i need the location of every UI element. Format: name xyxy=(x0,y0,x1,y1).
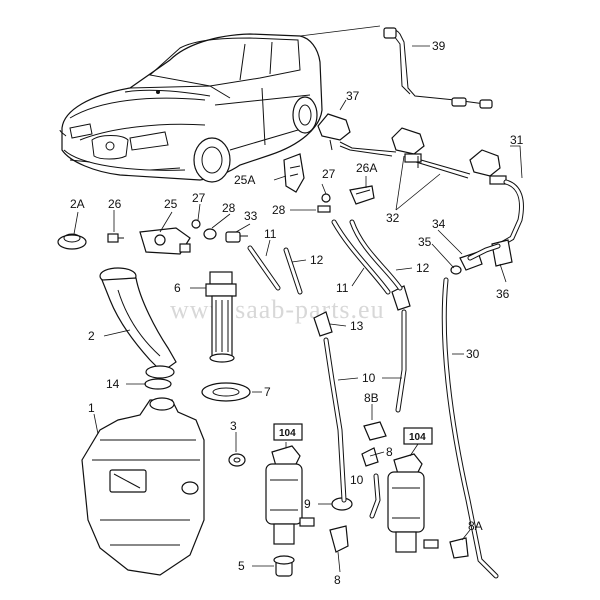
box-104-left: 104 xyxy=(273,423,303,441)
callout-8b: 8B xyxy=(364,391,379,405)
fittings-34-35-36 xyxy=(450,239,513,275)
callout-37: 37 xyxy=(346,89,360,103)
callout-10-bottom: 10 xyxy=(350,473,364,487)
callout-8-mid: 8 xyxy=(386,445,393,459)
plug-5 xyxy=(273,555,295,577)
callout-32: 32 xyxy=(386,211,400,225)
hose-39 xyxy=(383,27,493,109)
watermark: www.saab-parts.eu xyxy=(170,295,385,324)
callout-8-bottom: 8 xyxy=(334,573,341,587)
callout-26a: 26A xyxy=(356,161,377,175)
callout-14: 14 xyxy=(106,377,120,391)
callout-11-right: 11 xyxy=(336,281,349,295)
hoses xyxy=(247,219,501,579)
hose-31 xyxy=(495,179,524,249)
part-25a xyxy=(283,153,305,193)
callout-3: 3 xyxy=(230,419,237,433)
callout-25: 25 xyxy=(164,197,178,211)
callout-36: 36 xyxy=(496,287,510,301)
callout-1: 1 xyxy=(88,401,95,415)
filler-neck-2 xyxy=(99,267,177,379)
callout-2a: 2A xyxy=(70,197,85,211)
connectors-8 xyxy=(329,421,469,559)
leader-lines xyxy=(73,45,523,573)
callout-5: 5 xyxy=(238,559,245,573)
strainer-6 xyxy=(205,271,237,363)
callout-25a: 25A xyxy=(234,173,255,187)
callout-9: 9 xyxy=(304,497,311,511)
car-illustration xyxy=(59,25,381,183)
callout-2: 2 xyxy=(88,329,95,343)
callout-30: 30 xyxy=(466,347,480,361)
pump-104-left xyxy=(265,442,315,545)
callout-35: 35 xyxy=(418,235,432,249)
callout-12-left: 12 xyxy=(310,253,324,267)
callout-33: 33 xyxy=(244,209,258,223)
box-104-left-label: 104 xyxy=(279,428,296,439)
screw-26 xyxy=(107,233,124,243)
callout-10-top: 10 xyxy=(362,371,376,385)
o-ring-14 xyxy=(144,378,172,390)
reservoir-1 xyxy=(81,397,205,576)
callout-12-right: 12 xyxy=(416,261,430,275)
callout-28-right: 28 xyxy=(272,203,286,217)
callout-8a: 8A xyxy=(468,519,483,533)
small-parts-27-28-33 xyxy=(191,219,248,243)
callout-28-left: 28 xyxy=(222,201,236,215)
callout-39: 39 xyxy=(432,39,446,53)
callout-26: 26 xyxy=(108,197,122,211)
callout-27-right: 27 xyxy=(322,167,336,181)
nozzle-assembly-32 xyxy=(317,113,507,185)
grommet-3 xyxy=(228,453,246,467)
pump-104-right xyxy=(387,443,439,553)
box-104-right: 104 xyxy=(403,427,433,445)
callout-13: 13 xyxy=(350,319,364,333)
part-26a xyxy=(349,185,375,205)
callout-31: 31 xyxy=(510,133,524,147)
callout-labels: 39 37 31 25A 27 26A 32 28 2A 26 25 27 28… xyxy=(70,39,524,587)
callout-34: 34 xyxy=(432,217,446,231)
box-104-right-label: 104 xyxy=(409,432,426,443)
filler-cap-2a xyxy=(57,233,87,250)
callout-11-left: 11 xyxy=(264,227,277,241)
callout-7: 7 xyxy=(264,385,271,399)
gasket-7 xyxy=(201,382,251,402)
callout-6: 6 xyxy=(174,281,181,295)
part-27-28-right xyxy=(317,193,331,213)
callout-27-left: 27 xyxy=(192,191,206,205)
bracket-25 xyxy=(139,227,191,255)
